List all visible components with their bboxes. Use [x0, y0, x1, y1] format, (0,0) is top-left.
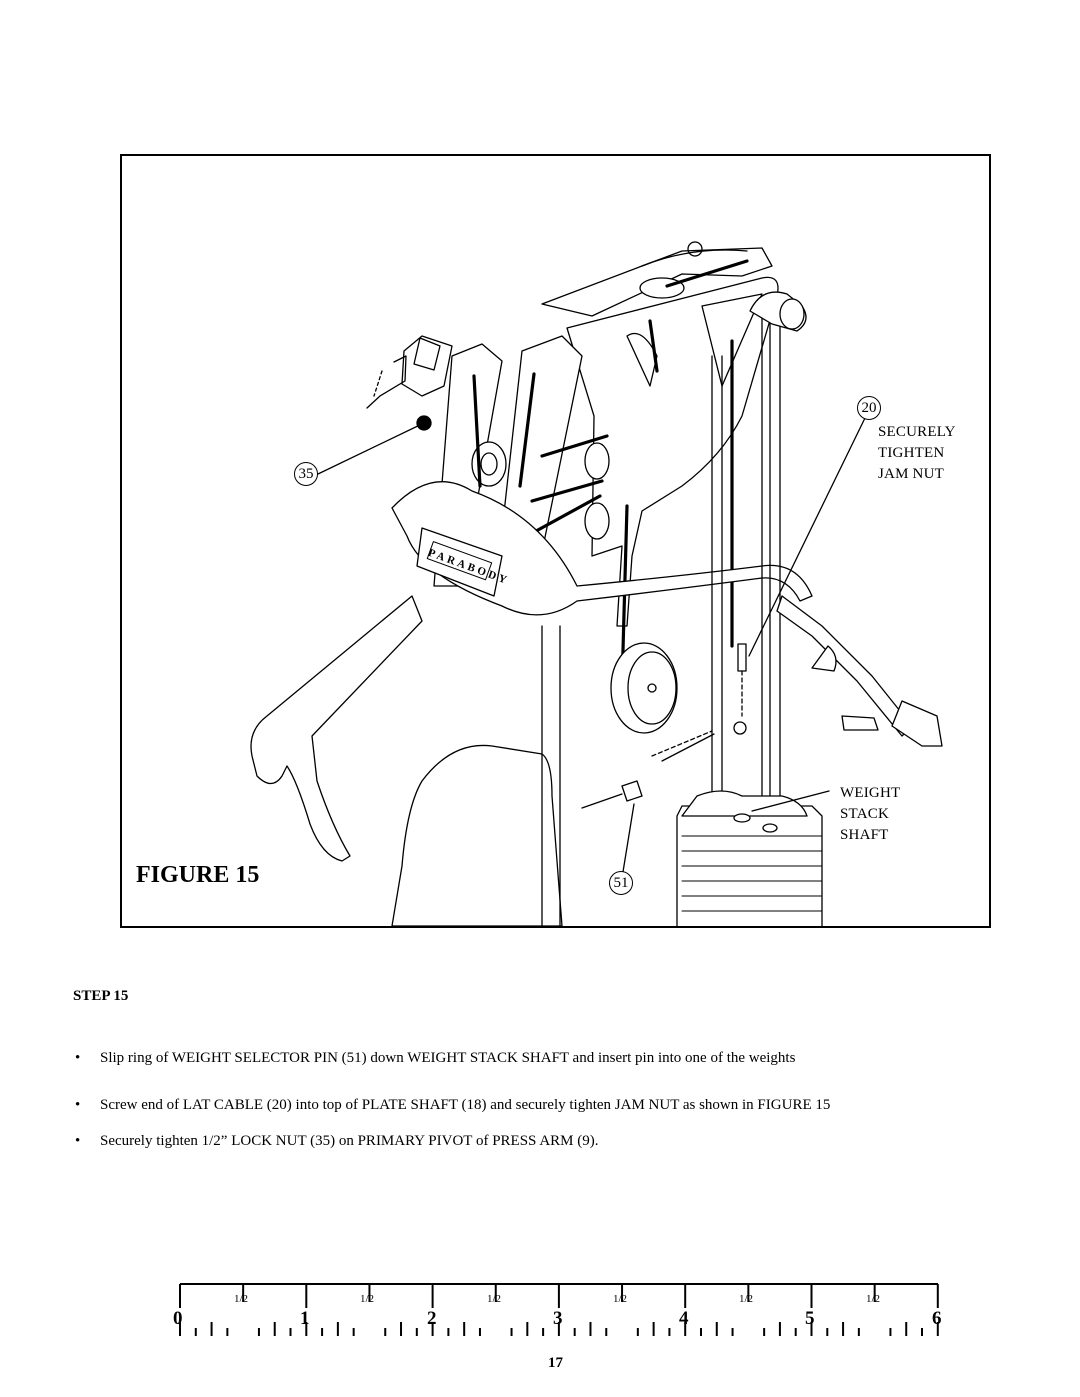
ruler-number-5: 5	[805, 1308, 815, 1329]
ruler-half-label: 1/2	[487, 1293, 502, 1305]
callout-20: 20	[857, 396, 881, 420]
page-number: 17	[548, 1355, 563, 1371]
machine-illustration	[250, 241, 943, 926]
instruction-item-3: • Securely tighten 1/2” LOCK NUT (35) on …	[75, 1131, 598, 1151]
bullet-marker: •	[75, 1133, 81, 1149]
ruler-number-4: 4	[679, 1308, 689, 1329]
ruler-half-label: 1/2	[613, 1293, 628, 1305]
instruction-text: Securely tighten 1/2” LOCK NUT (35) on P…	[100, 1133, 599, 1149]
ruler-number-2: 2	[427, 1308, 437, 1329]
ruler-number-0: 0	[173, 1308, 183, 1329]
instruction-text: Slip ring of WEIGHT SELECTOR PIN (51) do…	[100, 1050, 796, 1066]
label-jam-nut-line-1: SECURELY	[878, 424, 956, 440]
label-jam-nut-line-2: TIGHTEN	[878, 445, 945, 461]
ruler-half-label: 1/2	[360, 1293, 375, 1305]
bullet-marker: •	[75, 1097, 81, 1113]
label-jam-nut-line-3: JAM NUT	[878, 466, 944, 482]
ruler-number-1: 1	[300, 1308, 310, 1329]
ruler-ticks	[179, 1284, 939, 1336]
callout-35: 35	[294, 462, 318, 486]
instruction-item-2: • Screw end of LAT CABLE (20) into top of…	[75, 1095, 830, 1115]
label-weight-stack-shaft: WEIGHT STACK SHAFT	[840, 783, 900, 846]
ruler-half-label: 1/2	[234, 1293, 249, 1305]
bullet-marker: •	[75, 1050, 81, 1066]
step-heading: STEP 15	[73, 988, 129, 1004]
ruler-number-6: 6	[932, 1308, 942, 1329]
ruler-half-label: 1/2	[739, 1293, 754, 1305]
label-jam-nut: SECURELY TIGHTEN JAM NUT	[878, 422, 956, 485]
ruler-number-3: 3	[553, 1308, 563, 1329]
callout-51: 51	[609, 871, 633, 895]
label-stack-line-3: SHAFT	[840, 827, 889, 843]
instruction-text: Screw end of LAT CABLE (20) into top of …	[100, 1097, 831, 1113]
figure-title: FIGURE 15	[136, 862, 260, 888]
label-stack-line-2: STACK	[840, 806, 889, 822]
instruction-item-1: • Slip ring of WEIGHT SELECTOR PIN (51) d…	[75, 1048, 795, 1068]
inch-ruler	[179, 1283, 939, 1336]
figure-frame: PARABODY 35 20 51 SECURELY TIGHTEN JAM N…	[120, 154, 991, 928]
ruler-half-label: 1/2	[866, 1293, 881, 1305]
label-stack-line-1: WEIGHT	[840, 785, 901, 801]
